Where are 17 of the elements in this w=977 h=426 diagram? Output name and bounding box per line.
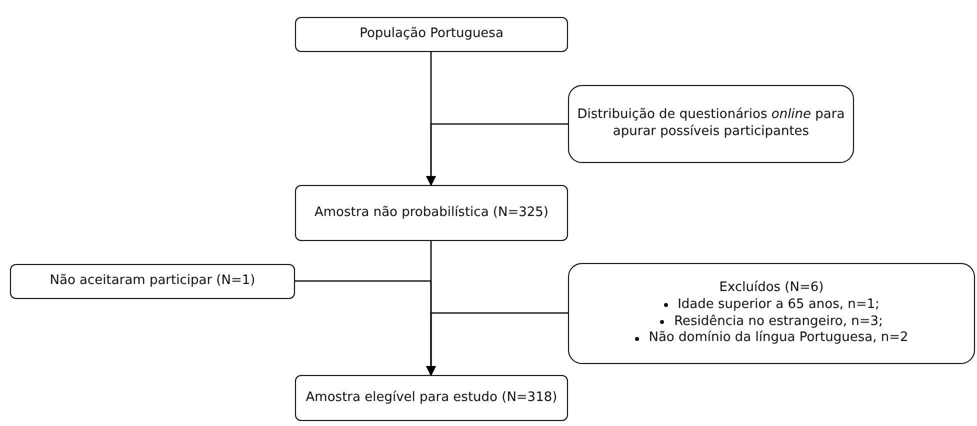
arrow bbox=[426, 312, 568, 376]
box-text: População Portuguesa bbox=[360, 26, 504, 43]
box-text: Amostra não probabilística (N=325) bbox=[314, 204, 548, 222]
process-box bbox=[568, 85, 854, 163]
box-text: Não aceitaram participar (N=1) bbox=[50, 273, 256, 290]
list-item: Não domínio da língua Portuguesa, n=2 bbox=[648, 330, 908, 348]
process-box bbox=[295, 17, 568, 52]
list-item: Idade superior a 65 anos, n=1; bbox=[678, 296, 880, 314]
arrow bbox=[426, 123, 568, 186]
list-item: Residência no estrangeiro, n=3; bbox=[674, 314, 883, 330]
process-box bbox=[295, 185, 568, 241]
process-box bbox=[10, 264, 295, 299]
box-text: Distribuição de questionários online para apurar possíveis participantes bbox=[577, 107, 845, 141]
box-text: Amostra elegível para estudo (N=318) bbox=[306, 390, 558, 406]
process-box bbox=[295, 375, 568, 421]
box-heading: Excluídos (N=6) bbox=[719, 280, 824, 297]
process-box bbox=[568, 263, 975, 364]
